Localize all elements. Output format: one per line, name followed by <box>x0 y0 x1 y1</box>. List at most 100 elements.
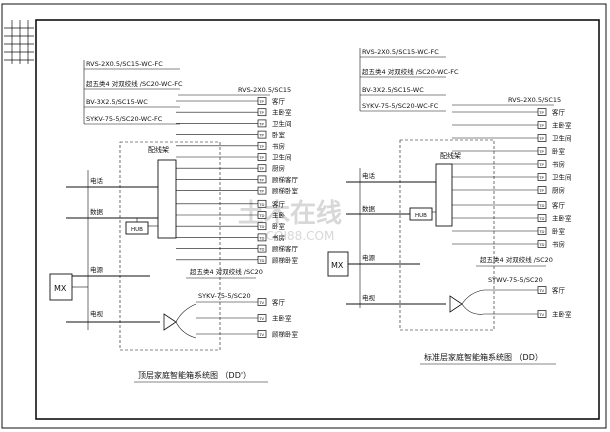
left-tel-outlet-1: 主卧室 <box>272 108 292 117</box>
left-data-outlet-3-symbol <box>257 233 267 242</box>
right-input-tv: 电视 <box>362 293 376 302</box>
left-tel-outlet-4: 书房 <box>272 141 285 150</box>
left-patch-panel <box>157 159 177 239</box>
left-tv-splitter <box>163 313 177 331</box>
left-tel-outlet-8-symbol <box>257 186 267 195</box>
left-data-outlet-4-symbol-text: TD <box>258 247 264 252</box>
left-data-outlet-2-symbol <box>257 222 267 231</box>
left-data-outlet-1-symbol-text: TD <box>258 213 264 218</box>
right-data-outlet-3-symbol-text: TD <box>538 242 544 247</box>
right-system-diagram: RVS-2X0.5/SC15-WC-FC 超五类4 对双绞线 /SC20-WC-… <box>327 48 572 365</box>
right-tv-outlet-0: 客厅 <box>552 286 566 295</box>
right-hub-label: HUB <box>415 213 427 219</box>
left-smart-box-enclosure <box>119 141 221 351</box>
drawing-inner-frame <box>35 19 600 420</box>
drawing-outer-frame <box>1 3 607 429</box>
left-data-outlet-4: 顾梯客厅 <box>272 244 299 253</box>
watermark: 土木在线 COI88.COM <box>238 199 342 243</box>
right-tel-outlet-5-symbol <box>537 173 547 181</box>
right-tel-outlet-1: 主卧室 <box>552 121 572 130</box>
left-tel-outlet-4-symbol-text: TP <box>258 144 264 149</box>
left-tel-outlet-7-symbol-text: TP <box>258 177 264 182</box>
left-tel-outlet-3-symbol <box>257 130 267 139</box>
left-tel-outlet-2-symbol <box>257 119 267 128</box>
right-tel-outlet-4-symbol <box>537 160 547 168</box>
right-tel-outlet-5: 卫生间 <box>552 173 572 182</box>
right-patch-panel <box>435 163 453 227</box>
left-tel-outlet-6-symbol <box>257 164 267 173</box>
left-data-outlet-3-symbol-text: TD <box>258 235 264 240</box>
right-rvs-label: RVS-2X0.5/SC15 <box>508 96 561 104</box>
right-cable-2: 超五类4 对双绞线 /SC20-WC-FC <box>362 67 459 76</box>
right-data-outlet-1-symbol <box>537 214 547 222</box>
right-tel-outlet-1-symbol-text: TP <box>538 123 544 128</box>
right-tv-outlet-0-symbol <box>537 286 547 294</box>
right-caption: 标准层家庭智能箱系统图 （DD） <box>424 352 543 362</box>
left-tel-outlet-1-symbol <box>257 108 267 117</box>
right-tv-outlet-1: 主卧室 <box>552 310 572 319</box>
left-hub-label: HUB <box>131 227 143 233</box>
right-distbox-label: 配线架 <box>440 151 461 160</box>
left-data-outlet-1-symbol <box>257 211 267 219</box>
left-caption: 顶层家庭智能箱系统图 （DD'） <box>138 370 251 380</box>
left-input-power: 电源 <box>90 265 104 274</box>
left-tv-outlet-0: 客厅 <box>272 298 286 307</box>
right-input-data: 数据 <box>362 204 376 213</box>
left-data-outlet-2: 卧室 <box>272 222 286 231</box>
right-tel-outlet-2-symbol-text: TP <box>538 136 544 141</box>
left-data-outlet-5-symbol-text: TD <box>258 258 264 263</box>
left-data-outlet-0: 客厅 <box>272 199 286 208</box>
right-mx-label: MX <box>331 261 344 270</box>
right-data-outlet-2: 卧室 <box>552 227 566 236</box>
right-data-outlet-1: 主卧室 <box>552 214 572 223</box>
left-tel-outlet-0-symbol <box>257 97 267 105</box>
left-tel-outlet-5-symbol <box>257 153 267 161</box>
right-tv-outlet-0-symbol-text: TV <box>538 288 544 293</box>
right-data-outlet-2-symbol <box>537 227 547 235</box>
right-tel-outlet-3: 卧室 <box>552 147 566 156</box>
right-tel-outlet-1-symbol <box>537 121 547 129</box>
right-smart-box-enclosure <box>399 139 495 331</box>
right-tel-outlet-2-symbol <box>537 134 547 142</box>
right-tel-outlet-6: 厨房 <box>552 186 565 195</box>
left-tv-outlet-1: 主卧室 <box>272 314 292 323</box>
right-syv-label: SYWV-75-5/SC20 <box>488 276 543 284</box>
left-tel-outlet-8: 顾梯卧室 <box>272 186 299 195</box>
left-tel-outlet-5-symbol-text: TP <box>258 155 264 160</box>
left-cable-legend: RVS-2X0.5/SC15-WC-FC 超五类4 对双绞线 /SC20-WC-… <box>83 60 183 125</box>
left-tv-outlet-2-symbol <box>257 330 267 338</box>
left-tv-outlet-2-symbol-text: TV <box>258 332 264 337</box>
right-data-outlet-3-symbol <box>537 240 547 248</box>
left-tel-outlet-2: 卫生间 <box>272 119 292 128</box>
left-data-outlet-0-symbol-text: TD <box>258 202 264 207</box>
right-data-outlet-1-symbol-text: TD <box>538 216 544 221</box>
left-cable-1: RVS-2X0.5/SC15-WC-FC <box>86 60 163 68</box>
left-tel-outlet-2-symbol-text: TP <box>258 121 264 126</box>
left-tel-outlet-5: 卫生间 <box>272 153 292 162</box>
right-data-outlet-0-symbol-text: TD <box>538 203 544 208</box>
right-tel-outlet-6-symbol <box>537 186 547 194</box>
left-tel-outlet-1-symbol-text: TP <box>258 110 264 115</box>
right-tel-outlet-4: 书房 <box>552 160 565 169</box>
right-tv-outlet-1-symbol <box>537 310 547 318</box>
left-tel-outlet-3-symbol-text: TP <box>258 133 264 138</box>
left-input-tel: 电话 <box>90 176 104 185</box>
right-tel-outlet-5-symbol-text: TP <box>538 175 544 180</box>
watermark-subtext: COI88.COM <box>266 229 335 243</box>
left-data-outlet-5-symbol <box>257 255 267 264</box>
left-tv-outlet-0-symbol <box>257 298 267 306</box>
left-tv-outlet-1-symbol-text: TV <box>258 316 264 321</box>
left-system-diagram: RVS-2X0.5/SC15-WC-FC 超五类4 对双绞线 /SC20-WC-… <box>49 60 299 383</box>
right-data-outlet-0: 客厅 <box>552 201 566 210</box>
left-rvs-label: RVS-2X0.5/SC15 <box>238 86 291 94</box>
left-mx-label: MX <box>54 284 67 293</box>
right-tel-outlet-3-symbol-text: TP <box>538 149 544 154</box>
left-tel-outlet-6: 厨房 <box>272 164 285 173</box>
left-tv-outlet-1-symbol <box>257 314 267 322</box>
right-data-outlet-0-symbol <box>537 201 547 209</box>
left-tel-outlet-6-symbol-text: TP <box>258 166 264 171</box>
right-input-power: 电源 <box>362 253 376 262</box>
left-distbox-label: 配线架 <box>148 145 169 154</box>
